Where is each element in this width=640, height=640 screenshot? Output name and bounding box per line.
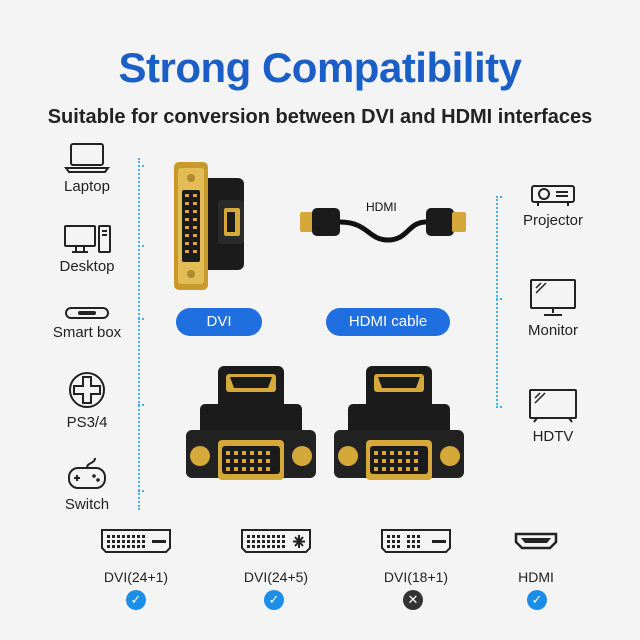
switch-controller-icon <box>68 457 106 489</box>
port-dvi-18-1: DVI(18+1) <box>366 528 466 585</box>
device-smart-box: Smart box <box>37 306 137 341</box>
cross-icon: ✕ <box>403 590 423 610</box>
check-icon: ✓ <box>527 590 547 610</box>
dvi-hdmi-adapter-right-image <box>334 366 464 480</box>
device-label: Monitor <box>527 322 579 339</box>
right-dotted-line <box>496 196 498 408</box>
device-label: Laptop <box>64 178 110 195</box>
page-title: Strong Compatibility <box>118 44 523 91</box>
cable-hdmi-label: HDMI <box>366 200 397 214</box>
device-label: Switch <box>64 496 110 513</box>
page-subtitle: Suitable for conversion between DVI and … <box>47 106 593 128</box>
dvi-24-1-port-icon <box>101 529 171 553</box>
hdmi-cable-image <box>300 208 466 243</box>
monitor-icon <box>530 279 576 316</box>
laptop-icon <box>64 143 110 173</box>
device-hdtv: HDTV <box>503 388 603 445</box>
device-label: HDTV <box>532 428 574 445</box>
hdmi-cable-pill: HDMI cable <box>326 308 450 336</box>
device-monitor: Monitor <box>503 278 603 339</box>
device-switch: Switch <box>37 456 137 513</box>
port-dvi-24-5: DVI(24+5) <box>226 528 326 585</box>
left-tick <box>138 318 144 320</box>
device-laptop: Laptop <box>37 142 137 195</box>
desktop-icon <box>64 225 111 253</box>
device-label: Desktop <box>59 258 115 275</box>
device-label: Smart box <box>52 324 122 341</box>
port-label: DVI(24+5) <box>243 569 309 585</box>
port-label: DVI(18+1) <box>383 569 449 585</box>
port-hdmi: HDMI <box>486 528 586 585</box>
left-tick <box>138 490 144 492</box>
dvi-18-1-port-icon <box>381 529 451 553</box>
port-dvi-24-1: DVI(24+1) <box>86 528 186 585</box>
check-icon: ✓ <box>264 590 284 610</box>
projector-icon <box>531 185 575 206</box>
tv-icon <box>529 389 577 423</box>
left-tick <box>138 165 144 167</box>
hdmi-port-icon <box>514 532 558 550</box>
port-label: DVI(24+1) <box>103 569 169 585</box>
right-tick <box>496 406 502 408</box>
port-label: HDMI <box>518 569 554 585</box>
left-tick <box>138 245 144 247</box>
right-tick <box>496 298 502 300</box>
smart-box-icon <box>65 307 109 319</box>
device-ps: PS3/4 <box>37 370 137 431</box>
dvi-pill: DVI <box>176 308 262 336</box>
dvi-24-5-port-icon <box>241 529 311 553</box>
check-icon: ✓ <box>126 590 146 610</box>
device-projector: Projector <box>503 180 603 229</box>
device-desktop: Desktop <box>37 224 137 275</box>
gamepad-dpad-icon <box>69 372 105 408</box>
dvi-hdmi-adapter-left-image <box>186 366 316 480</box>
device-label: Projector <box>522 212 584 229</box>
left-dotted-line <box>138 158 140 510</box>
dvi-adapter-top-image <box>174 162 244 290</box>
left-tick <box>138 404 144 406</box>
device-label: PS3/4 <box>66 414 108 431</box>
right-tick <box>496 196 502 198</box>
